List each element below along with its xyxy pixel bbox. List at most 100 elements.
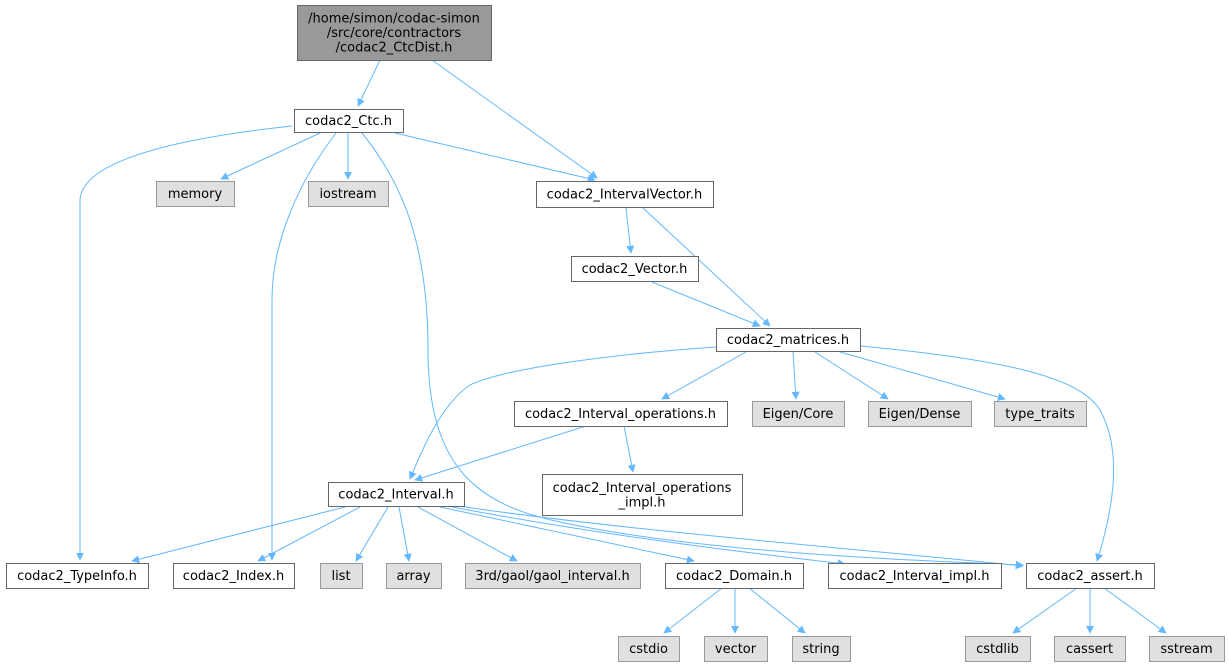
node-label: codac2_TypeInfo.h <box>17 569 137 584</box>
node-gaol: 3rd/gaol/gaol_interval.h <box>465 563 641 589</box>
node-iops[interactable]: codac2_Interval_operations.h <box>514 401 728 427</box>
edges-layer <box>76 59 1167 634</box>
node-box <box>465 563 641 589</box>
node-label: codac2_IntervalVector.h <box>547 188 703 203</box>
edge-iops-to-interval <box>414 425 587 482</box>
node-box <box>1026 563 1155 589</box>
node-cstdio: cstdio <box>618 636 680 662</box>
node-box <box>514 401 728 427</box>
node-cstdlib: cstdlib <box>965 636 1031 662</box>
node-sstream: sstream <box>1149 636 1225 662</box>
node-label: codac2_Vector.h <box>582 262 688 277</box>
node-label: cassert <box>1066 642 1113 657</box>
edge-interval-to-gaol <box>417 506 518 562</box>
node-label: codac2_Interval.h <box>338 488 453 503</box>
edge-domain-to-cstdio <box>663 587 723 634</box>
node-label: codac2_Interval_impl.h <box>839 569 989 584</box>
edge-interval-to-assert <box>457 505 1024 570</box>
node-box <box>542 474 743 516</box>
node-cassert: cassert <box>1054 636 1126 662</box>
edge-interval-to-list <box>355 506 389 562</box>
node-string: string <box>792 636 851 662</box>
node-domain[interactable]: codac2_Domain.h <box>665 563 804 589</box>
node-box <box>665 563 804 589</box>
node-label: codac2_assert.h <box>1037 569 1143 584</box>
node-box <box>994 401 1087 427</box>
node-label: codac2_Interval_operations_impl.h <box>553 481 732 511</box>
node-label: type_traits <box>1005 407 1075 422</box>
node-ivec[interactable]: codac2_IntervalVector.h <box>536 181 714 208</box>
node-iostream: iostream <box>308 181 389 207</box>
node-box <box>1149 636 1225 662</box>
edge-ctc-to-memory <box>220 132 321 180</box>
node-eigencore: Eigen/Core <box>752 401 845 427</box>
node-box <box>716 328 861 352</box>
node-label: array <box>396 569 430 584</box>
node-box <box>328 482 465 507</box>
node-array: array <box>386 563 442 589</box>
node-label: Eigen/Core <box>763 407 834 422</box>
edge-interval-to-array <box>398 506 412 562</box>
node-box <box>6 563 149 589</box>
node-box <box>571 256 699 282</box>
node-iopsimpl[interactable]: codac2_Interval_operations_impl.h <box>542 474 743 516</box>
edge-root-to-ctc <box>357 59 381 107</box>
node-typetraits: type_traits <box>994 401 1087 427</box>
node-list: list <box>320 563 363 589</box>
node-assert[interactable]: codac2_assert.h <box>1026 563 1155 589</box>
node-box <box>1054 636 1126 662</box>
node-ctc[interactable]: codac2_Ctc.h <box>294 109 404 133</box>
edge-matrices-to-typetraits <box>839 351 1006 401</box>
edge-assert-to-sstream <box>1103 587 1167 634</box>
node-label: codac2_Domain.h <box>676 569 792 584</box>
edge-matrices-to-interval <box>409 346 717 480</box>
node-vector_h[interactable]: codac2_Vector.h <box>571 256 699 282</box>
node-index[interactable]: codac2_Index.h <box>173 563 295 589</box>
node-label: Eigen/Dense <box>879 407 961 422</box>
node-label: 3rd/gaol/gaol_interval.h <box>475 569 629 584</box>
node-label: iostream <box>319 187 376 202</box>
node-label: list <box>331 569 350 584</box>
node-iimpl[interactable]: codac2_Interval_impl.h <box>828 563 1002 589</box>
node-label: codac2_matrices.h <box>727 333 849 348</box>
node-box <box>320 563 363 589</box>
node-label: /home/simon/codac-simon/src/core/contrac… <box>308 12 480 56</box>
node-label: codac2_Index.h <box>183 569 284 584</box>
edge-assert-to-cstdlib <box>1012 587 1078 634</box>
node-box <box>704 636 768 662</box>
nodes-layer: /home/simon/codac-simon/src/core/contrac… <box>6 5 1225 662</box>
edge-ctc-to-assert <box>361 132 1024 569</box>
node-label: cstdlib <box>976 642 1019 657</box>
node-label: cstdio <box>629 642 668 657</box>
edge-interval-to-iimpl <box>451 506 846 568</box>
node-memory: memory <box>156 181 235 207</box>
edge-interval-to-typeinfo <box>131 506 346 564</box>
edge-vector_h-to-matrices <box>651 281 761 327</box>
edge-ctc-to-typeinfo <box>76 125 293 561</box>
node-interval[interactable]: codac2_Interval.h <box>328 482 465 507</box>
node-box <box>308 181 389 207</box>
node-box <box>156 181 235 207</box>
node-label: codac2_Ctc.h <box>305 114 392 129</box>
edge-ivec-to-matrices <box>642 207 771 327</box>
node-box <box>868 401 972 427</box>
node-label: codac2_Interval_operations.h <box>525 407 716 422</box>
edge-matrices-to-eigencore <box>791 351 800 400</box>
edge-domain-to-string <box>748 587 806 634</box>
node-box <box>752 401 845 427</box>
node-label: vector <box>715 642 757 657</box>
edge-ivec-to-vector_h <box>625 207 635 254</box>
node-box <box>386 563 442 589</box>
edge-ctc-to-index <box>268 132 337 561</box>
edge-interval-to-domain <box>439 506 695 564</box>
edge-iops-to-iopsimpl <box>623 425 636 473</box>
edge-matrices-to-assert <box>859 345 1114 562</box>
node-box <box>618 636 680 662</box>
edge-interval-to-index <box>257 506 361 562</box>
edge-matrices-to-iops <box>661 351 747 400</box>
node-typeinfo[interactable]: codac2_TypeInfo.h <box>6 563 149 589</box>
node-box <box>792 636 851 662</box>
node-matrices[interactable]: codac2_matrices.h <box>716 328 861 352</box>
node-root[interactable]: /home/simon/codac-simon/src/core/contrac… <box>297 5 492 61</box>
